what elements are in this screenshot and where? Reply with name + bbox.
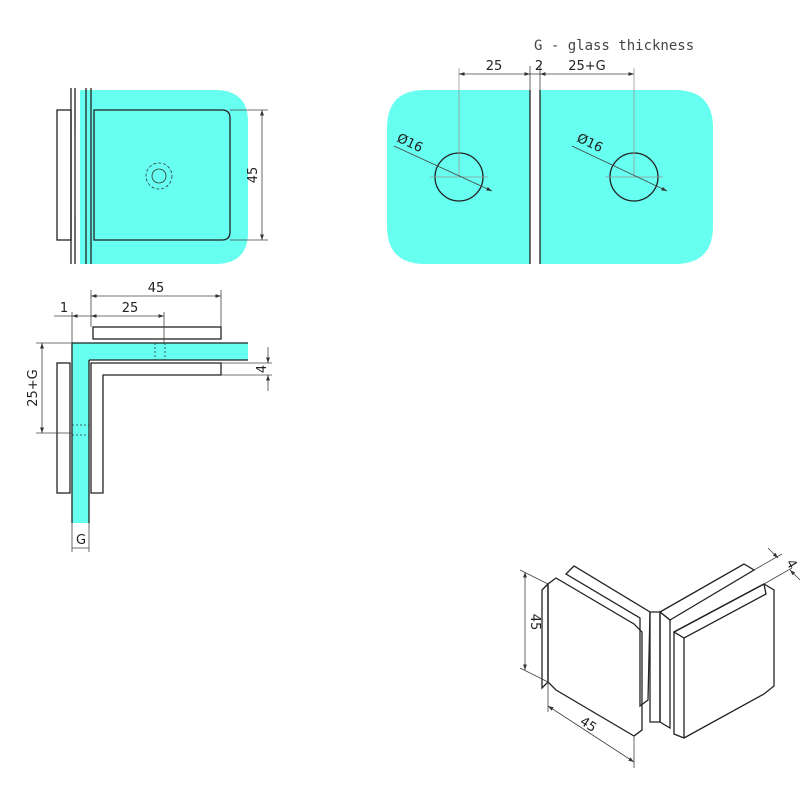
side-glass-label: G <box>76 533 86 548</box>
front-clamp-plate <box>93 109 231 241</box>
front-view: 45 <box>56 88 268 264</box>
front-glass-panel <box>80 90 248 264</box>
side-plate-label: 4 <box>255 365 270 373</box>
iso-height-label: 45 <box>527 614 542 631</box>
right-offset-label: 25+G <box>568 59 606 74</box>
front-height-label: 45 <box>246 167 261 184</box>
side-top-plate <box>92 326 222 340</box>
iso-right-front-plate <box>673 583 775 739</box>
side-view: 45 1 25 25+G 4 G <box>26 281 272 552</box>
side-vertical-label: 25+G <box>26 369 41 407</box>
iso-left-front-plate <box>547 577 643 737</box>
vertical-glass <box>72 343 89 523</box>
side-clear-label: 1 <box>60 301 68 316</box>
isometric-view: 45 45 4 <box>519 547 800 768</box>
screw-inner-icon <box>151 168 167 184</box>
left-offset-label: 25 <box>486 59 503 74</box>
side-inner-l-plate <box>90 362 222 494</box>
side-width-label: 45 <box>148 281 165 296</box>
iso-thickness-label: 4 <box>782 557 799 572</box>
side-offset-label: 25 <box>122 301 139 316</box>
glass-view: G - glass thickness 25 2 25+G Ø16 Ø16 <box>387 38 713 264</box>
iso-width-label: 45 <box>577 714 599 736</box>
screw-outer-icon <box>145 162 173 190</box>
glass-thickness-note: G - glass thickness <box>534 38 694 54</box>
side-outer-plate-vertical <box>56 362 71 494</box>
front-back-plate <box>56 109 72 241</box>
horizontal-glass <box>89 343 248 360</box>
gap-label: 2 <box>535 59 543 74</box>
